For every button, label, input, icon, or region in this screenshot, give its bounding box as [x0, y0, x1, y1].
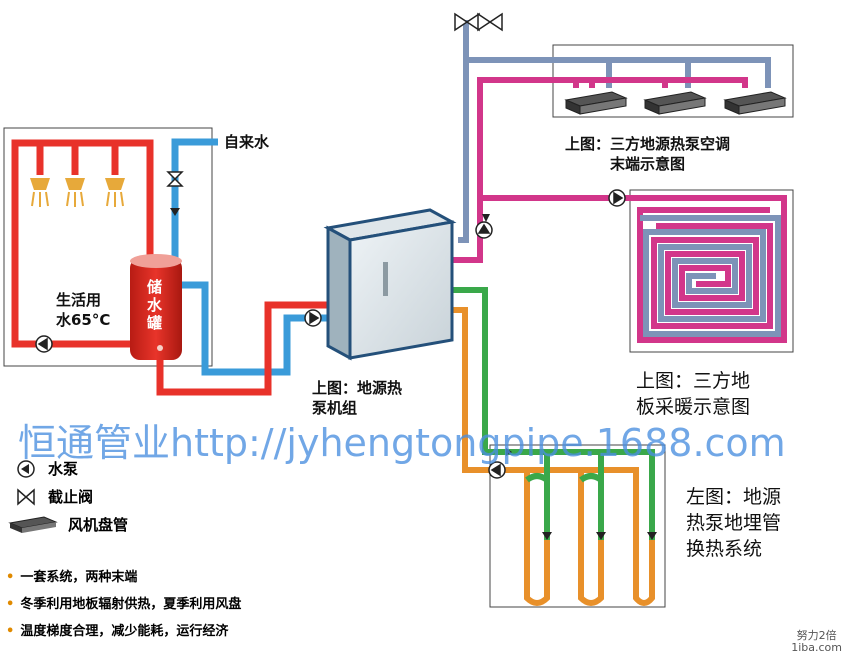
tank-supply-pipe — [156, 301, 332, 396]
legend-valve: 截止阀 — [14, 486, 93, 507]
feature-bullet-text: 冬季利用地板辐射供热，夏季利用风盘 — [20, 597, 242, 612]
fan-coil-icon — [8, 515, 58, 533]
valve-icon — [17, 487, 35, 506]
fan-coil-pipes — [450, 20, 771, 263]
fan-coil-caption: 上图：三方地源热泵空调 末端示意图 — [565, 135, 731, 173]
corner-watermark: 努力2倍 1iba.com — [791, 630, 842, 654]
heat-pump-unit — [323, 208, 457, 361]
legend-pump: 水泵 — [14, 458, 78, 479]
shower-heads — [30, 178, 125, 207]
feature-bullet-text: 温度梯度合理，减少能耗，运行经济 — [20, 624, 229, 639]
legend-valve-label: 截止阀 — [48, 488, 94, 506]
flow-arrows — [170, 208, 657, 540]
corner-line-2: 1iba.com — [791, 641, 842, 654]
fan-coil-units — [564, 91, 787, 115]
feature-bullet: •温度梯度合理，减少能耗，运行经济 — [6, 624, 229, 639]
ground-loop-caption: 左图：地源 热泵地埋管 换热系统 — [686, 486, 782, 560]
floor-heating-caption: 上图：三方地 板采暖示意图 — [636, 370, 751, 418]
tank-return-pipe — [182, 281, 332, 376]
feature-bullet-text: 一套系统，两种末端 — [20, 570, 138, 585]
ground-loop-pipes — [450, 287, 655, 606]
tap-water-pipe — [171, 138, 218, 262]
valve-icon — [166, 12, 503, 187]
storage-tank — [130, 254, 182, 360]
pump-icon — [17, 459, 35, 478]
legend-pump-label: 水泵 — [48, 460, 79, 478]
domestic-hot-water-pipes — [11, 139, 154, 348]
watermark-text: 恒通管业http://jyhengtongpipe.1688.com — [18, 421, 786, 465]
ground-loop-frame — [489, 444, 666, 608]
floor-heating-frame — [629, 189, 794, 353]
heat-pump-caption: 上图：地源热 泵机组 — [312, 379, 403, 417]
floor-heating-pipes — [480, 195, 787, 343]
corner-line-1: 努力2倍 — [796, 629, 837, 642]
tap-water-label: 自来水 — [224, 133, 270, 151]
domestic-water-frame — [3, 127, 213, 367]
tank-label: 储 水 罐 — [147, 278, 163, 332]
domestic-water-label: 生活用 水65°C — [56, 291, 111, 329]
legend-fan-coil: 风机盘管 — [8, 514, 128, 535]
pump-icon — [35, 189, 626, 479]
feature-bullet: •一套系统，两种末端 — [6, 570, 138, 585]
feature-bullet: •冬季利用地板辐射供热，夏季利用风盘 — [6, 597, 242, 612]
legend-fan-coil-label: 风机盘管 — [68, 516, 129, 534]
